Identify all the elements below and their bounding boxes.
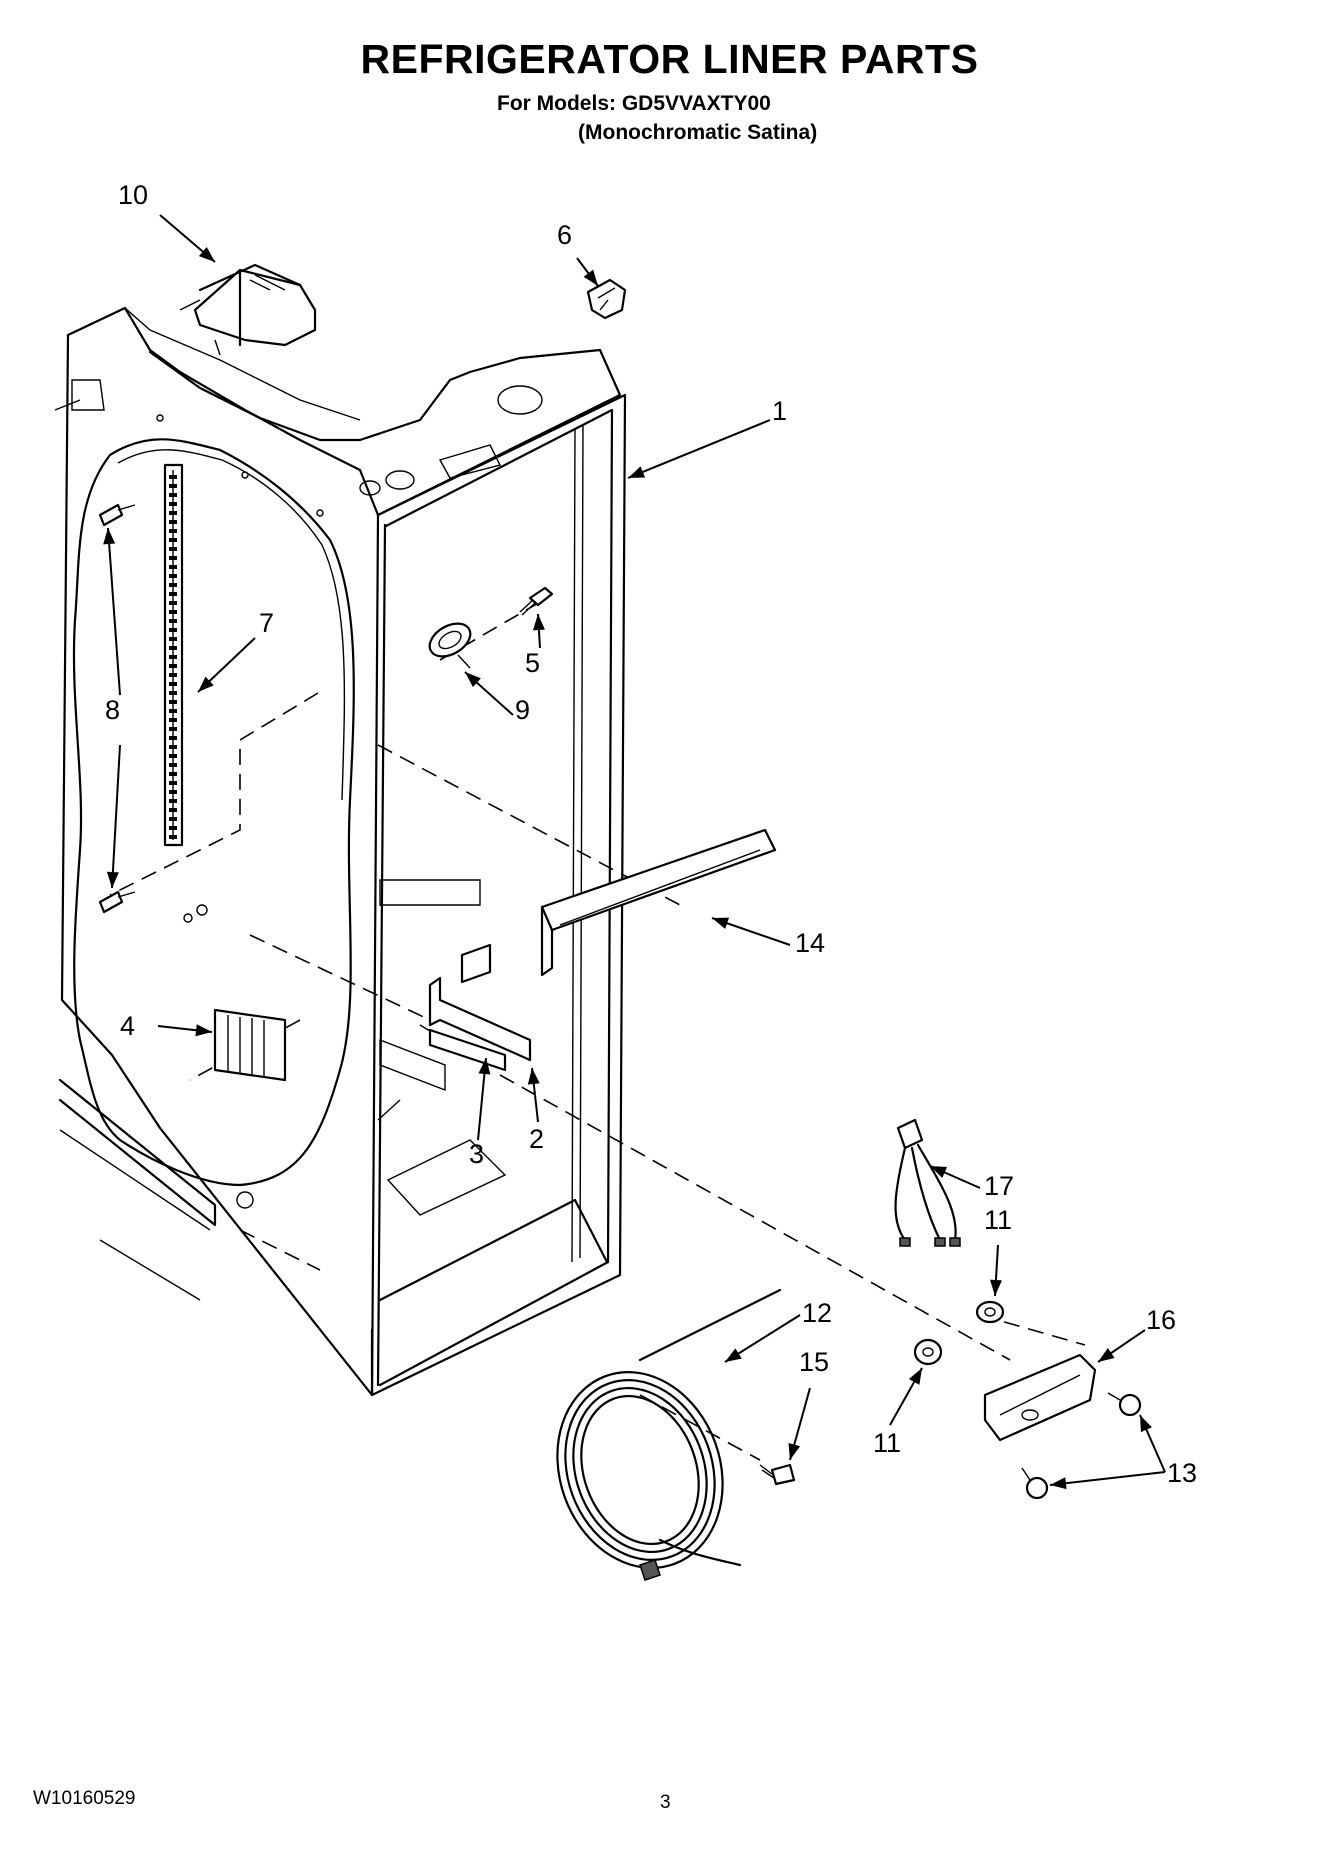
- callout-11-lower: 11: [873, 1428, 902, 1458]
- leader-13b: [1049, 1471, 1166, 1490]
- part-2-bracket: [428, 943, 532, 1062]
- page-title: REFRIGERATOR LINER PARTS: [360, 36, 979, 82]
- part-9-disc: [428, 622, 472, 669]
- callout-9: 9: [515, 695, 531, 725]
- part-4-grille: [213, 1008, 287, 1082]
- leader-9: [464, 671, 514, 716]
- leader-17: [929, 1165, 981, 1189]
- callout-3: 3: [469, 1139, 485, 1169]
- document-number: W10160529: [33, 1788, 136, 1809]
- callout-14: 14: [795, 928, 826, 958]
- part-15-screw: [759, 1463, 796, 1486]
- leader-8-down: [106, 744, 121, 889]
- leader-14: [711, 917, 791, 946]
- leader-16: [1097, 1329, 1146, 1363]
- part-16-housing: [983, 1353, 1097, 1442]
- callout-5: 5: [525, 648, 541, 678]
- page-number: 3: [660, 1792, 671, 1813]
- leader-8-up: [103, 527, 121, 696]
- part-10-control-housing: [179, 263, 317, 356]
- leader-10: [159, 214, 216, 263]
- callout-1: 1: [772, 396, 788, 426]
- leader-11-lower: [889, 1367, 923, 1426]
- callout-4: 4: [120, 1011, 136, 1041]
- leader-12: [724, 1314, 801, 1363]
- callout-12: 12: [802, 1298, 833, 1328]
- part-8-screws: [98, 503, 136, 914]
- callout-2: 2: [529, 1124, 545, 1154]
- part-5-screw: [519, 586, 554, 616]
- leader-4: [157, 1024, 213, 1037]
- part-6-clip: [586, 278, 627, 320]
- rail-slots: [169, 475, 177, 839]
- part-12-tubing: [556, 1288, 782, 1581]
- leader-2: [527, 1067, 540, 1123]
- callout-10: 10: [118, 180, 149, 210]
- part-14-channel: [540, 828, 777, 977]
- callout-11-upper: 11: [984, 1205, 1013, 1235]
- leader-15: [788, 1387, 811, 1461]
- leader-5: [532, 613, 545, 649]
- leader-11-upper: [989, 1244, 1002, 1297]
- callout-8: 8: [105, 695, 121, 725]
- leader-7: [197, 637, 256, 693]
- callout-leaders: [103, 214, 1166, 1490]
- part-11-grommets: [913, 1300, 1005, 1366]
- part-17-wire-harness: [894, 1118, 961, 1247]
- callout-7: 7: [259, 608, 275, 638]
- model-line: For Models: GD5VVAXTY00: [497, 92, 771, 115]
- callout-6: 6: [557, 220, 573, 250]
- leader-3: [477, 1057, 491, 1141]
- callout-15: 15: [799, 1347, 830, 1377]
- callout-13: 13: [1167, 1458, 1198, 1488]
- liner-illustration: [54, 306, 627, 1397]
- finish-line: (Monochromatic Satina): [578, 121, 818, 144]
- callout-16: 16: [1146, 1305, 1177, 1335]
- leader-6: [576, 257, 599, 287]
- part-13-fasteners: [1021, 1392, 1142, 1500]
- leader-1: [627, 419, 771, 479]
- leader-13a: [1139, 1414, 1166, 1473]
- callout-17: 17: [984, 1171, 1015, 1201]
